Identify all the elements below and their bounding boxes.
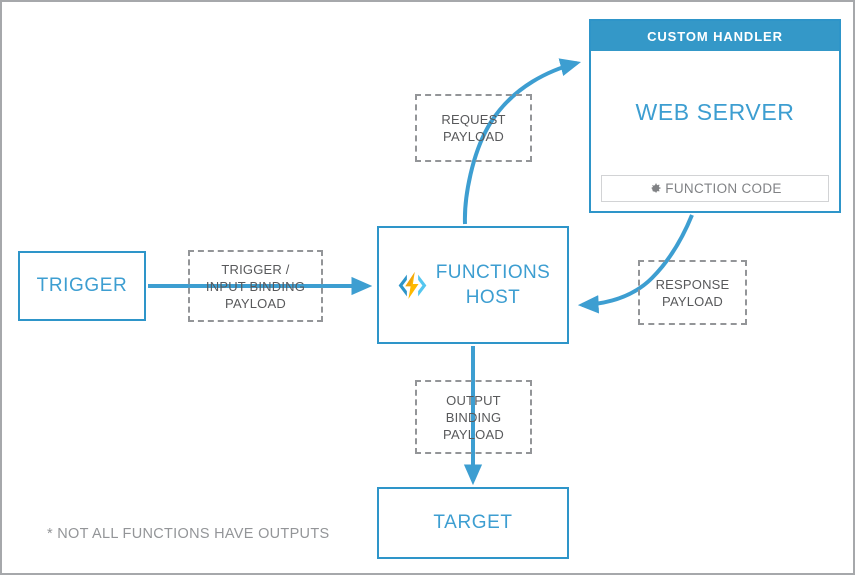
custom-handler-body: WEB SERVER FUNCTION CODE	[591, 51, 839, 211]
trigger-input-binding-payload-label: TRIGGER / INPUT BINDING PAYLOAD	[205, 261, 306, 311]
response-payload-box: RESPONSE PAYLOAD	[638, 260, 747, 325]
response-payload-label: RESPONSE PAYLOAD	[655, 276, 730, 309]
azure-functions-logo-icon	[398, 271, 427, 299]
target-label: TARGET	[433, 512, 513, 533]
custom-handler-header: CUSTOM HANDLER	[591, 21, 839, 51]
trigger-node: TRIGGER	[18, 251, 146, 321]
target-node: TARGET	[377, 487, 569, 559]
function-code-label: FUNCTION CODE	[665, 181, 782, 196]
trigger-input-binding-payload-box: TRIGGER / INPUT BINDING PAYLOAD	[188, 250, 323, 322]
custom-handler-panel: CUSTOM HANDLER WEB SERVER FUNCTION CODE	[589, 19, 841, 213]
function-code-bar: FUNCTION CODE	[601, 175, 829, 202]
functions-host-node: FUNCTIONS HOST	[377, 226, 569, 344]
footnote-text: * NOT ALL FUNCTIONS HAVE OUTPUTS	[47, 526, 330, 542]
trigger-label: TRIGGER	[36, 275, 128, 296]
output-binding-payload-label: OUTPUT BINDING PAYLOAD	[443, 392, 504, 442]
web-server-label: WEB SERVER	[635, 99, 795, 125]
functions-host-label: FUNCTIONS HOST	[435, 262, 551, 308]
output-binding-payload-box: OUTPUT BINDING PAYLOAD	[415, 380, 532, 454]
request-payload-label: REQUEST PAYLOAD	[441, 112, 506, 144]
request-payload-box: REQUEST PAYLOAD	[415, 94, 532, 162]
gear-icon	[651, 183, 661, 193]
